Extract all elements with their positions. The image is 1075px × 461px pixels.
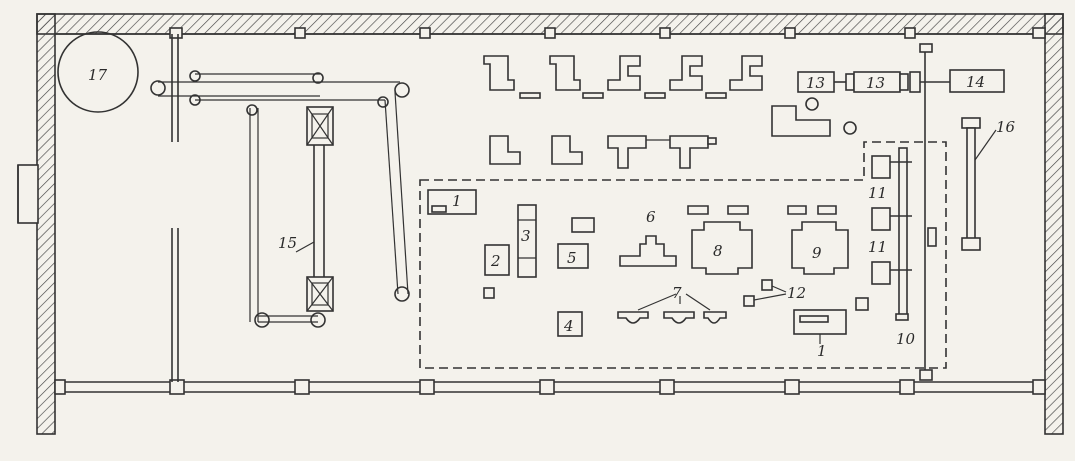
label-2: 2 xyxy=(490,252,501,270)
equipment-15-lift: 15 xyxy=(278,106,334,312)
equipment-9: 9 xyxy=(787,205,849,275)
label-13a: 13 xyxy=(806,74,825,92)
label-16: 16 xyxy=(996,118,1016,136)
second-machine-row xyxy=(489,135,717,169)
equipment-13-14: 13 13 14 xyxy=(797,69,1005,93)
equipment-10-11-rack: 11 11 10 xyxy=(868,147,937,348)
partition xyxy=(171,34,933,382)
label-12: 12 xyxy=(787,284,806,302)
equipment-1-bench-top: 1 xyxy=(427,189,477,215)
top-wall-windows xyxy=(169,27,1046,39)
label-17: 17 xyxy=(88,66,108,84)
equipment-16: 16 xyxy=(961,117,1016,251)
equipment-17-tank: 17 xyxy=(57,31,139,113)
label-4: 4 xyxy=(563,317,574,335)
outer-wall xyxy=(36,13,1064,435)
side-door xyxy=(17,164,39,224)
label-3: 3 xyxy=(521,227,531,245)
equipment-1-bench-bottom: 1 xyxy=(793,297,869,360)
label-9: 9 xyxy=(812,244,822,262)
equipment-2-3: 2 3 xyxy=(483,204,537,299)
enclosed-zone xyxy=(419,141,947,369)
bottom-wall xyxy=(54,379,1046,395)
label-13b: 13 xyxy=(866,74,885,92)
equipment-5: 5 xyxy=(557,217,595,269)
equipment-4: 4 xyxy=(557,311,583,337)
label-10: 10 xyxy=(896,330,916,348)
label-5: 5 xyxy=(567,249,577,267)
label-1b: 1 xyxy=(817,342,827,360)
equipment-12: 12 xyxy=(743,279,806,307)
label-6: 6 xyxy=(646,208,656,226)
press-unit xyxy=(771,97,857,137)
overhead-conveyor xyxy=(150,70,410,328)
label-11b: 11 xyxy=(868,238,887,256)
label-7: 7 xyxy=(672,284,682,302)
equipment-6: 6 xyxy=(619,208,677,267)
equipment-7: 7 xyxy=(617,284,727,324)
label-8: 8 xyxy=(713,242,723,260)
label-15: 15 xyxy=(278,234,297,252)
equipment-8: 8 xyxy=(687,205,753,275)
label-1a: 1 xyxy=(452,192,462,210)
label-14: 14 xyxy=(966,73,985,91)
label-11a: 11 xyxy=(868,184,887,202)
upper-machine-row xyxy=(483,55,763,99)
